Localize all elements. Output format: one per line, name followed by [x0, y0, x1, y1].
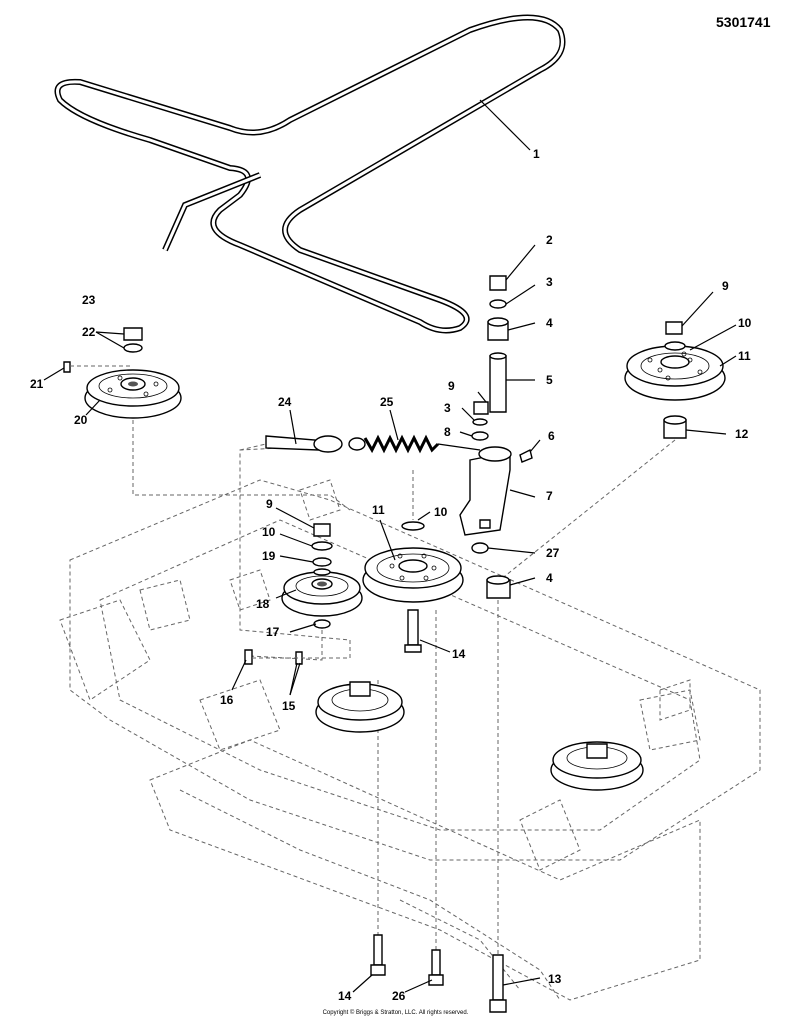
callout-13: 13 [548, 972, 562, 986]
callout-14-mid: 14 [452, 647, 466, 661]
callout-19: 19 [262, 549, 276, 563]
callout-21: 21 [30, 377, 44, 391]
callout-1: 1 [533, 147, 540, 161]
bottom-bolts [370, 934, 507, 1013]
callout-2: 2 [546, 233, 553, 247]
deck-spindle-pulleys [315, 681, 644, 791]
callout-7: 7 [546, 489, 553, 503]
callout-10-mid: 10 [434, 505, 448, 519]
callout-9-left: 9 [266, 497, 273, 511]
idler-pivot-stack [471, 275, 511, 955]
callout-26: 26 [392, 989, 406, 1003]
callout-23: 23 [82, 293, 96, 307]
callout-12: 12 [735, 427, 749, 441]
callout-4b: 4 [546, 571, 553, 585]
callout-4a: 4 [546, 316, 553, 330]
callout-9-right: 9 [722, 279, 729, 293]
callout-3b: 3 [444, 401, 451, 415]
callout-11-center: 11 [372, 503, 385, 517]
callout-20: 20 [74, 413, 88, 427]
callout-5: 5 [546, 373, 553, 387]
callout-10-left: 10 [262, 525, 276, 539]
pulley-11-right-assembly [499, 321, 726, 581]
copyright-notice: Copyright © Briggs & Stratton, LLC. All … [322, 1010, 469, 1016]
callout-15: 15 [282, 699, 296, 713]
idler-arm-assembly [239, 434, 533, 536]
pulley-11-center-assembly [362, 470, 464, 950]
leader-lines [43, 99, 737, 993]
drive-belt [54, 14, 566, 334]
callout-18: 18 [256, 597, 270, 611]
callout-14-bottom: 14 [338, 989, 352, 1003]
callout-6: 6 [548, 429, 555, 443]
callout-11-right: 11 [738, 349, 751, 363]
callout-22: 22 [82, 325, 96, 339]
callout-8: 8 [444, 425, 451, 439]
callout-3a: 3 [546, 275, 553, 289]
drawing-part-number: 5301741 [716, 14, 771, 30]
callout-9-mid: 9 [448, 379, 455, 393]
pulley-20-assembly [63, 327, 351, 511]
callout-10-right: 10 [738, 316, 752, 330]
callout-25: 25 [380, 395, 394, 409]
callout-16: 16 [220, 693, 234, 707]
callout-24: 24 [278, 395, 292, 409]
callout-17: 17 [266, 625, 280, 639]
pulley-18-assembly [239, 444, 379, 950]
callout-27: 27 [546, 546, 560, 560]
